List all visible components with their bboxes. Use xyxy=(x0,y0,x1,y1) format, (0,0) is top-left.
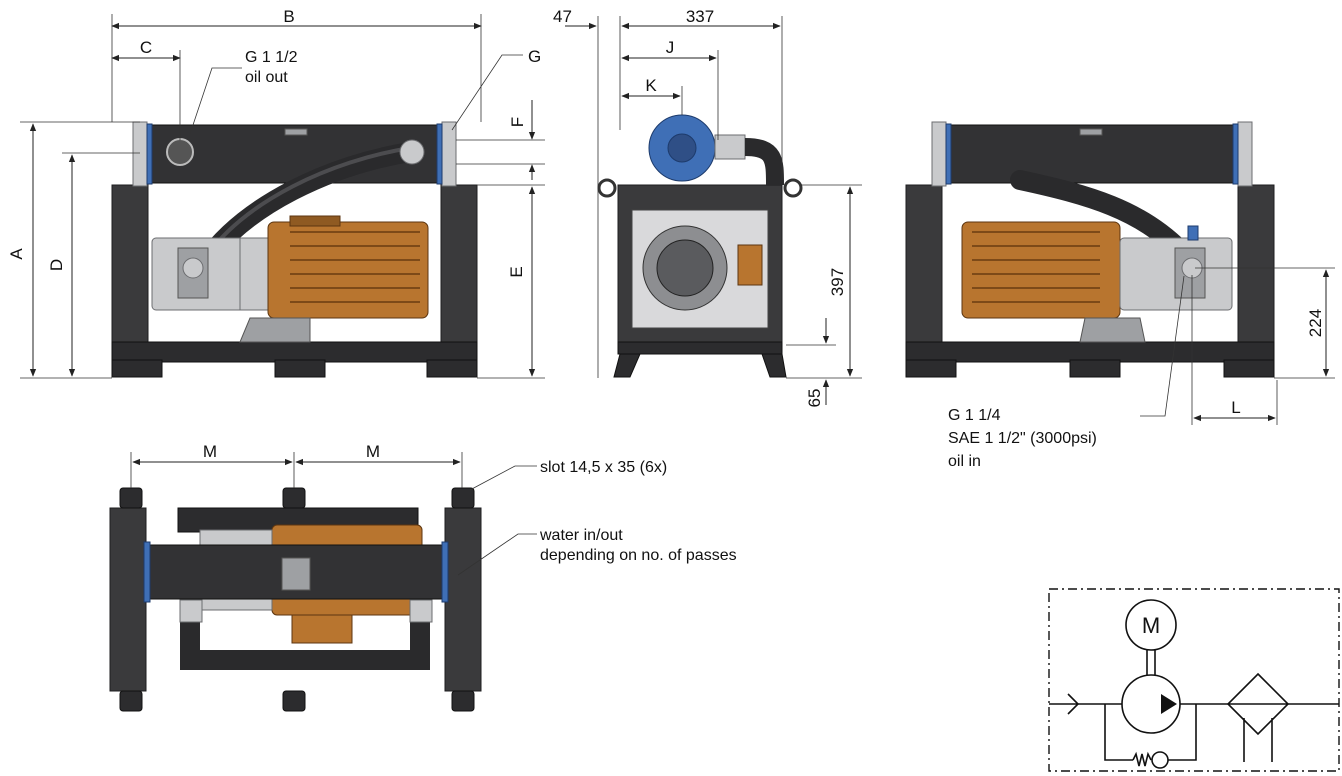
slot-tab xyxy=(119,487,143,509)
dim-label-224: 224 xyxy=(1306,309,1325,337)
note-oil-in-line3: oil in xyxy=(948,453,981,470)
top-frame-left xyxy=(109,507,147,692)
motor-fan-cover xyxy=(656,239,714,297)
slot-tab xyxy=(282,690,306,712)
dim-label-47: 47 xyxy=(553,7,572,26)
rear-view-dimensions: 224 L G 1 1/4 SAE 1 1/2" (3000psi) oil i… xyxy=(948,267,1335,470)
slot-tab xyxy=(451,690,475,712)
relief-line-right xyxy=(1168,704,1197,761)
note-slot: slot 14,5 x 35 (6x) xyxy=(540,459,667,476)
dim-label-g: G xyxy=(528,47,541,66)
top-cooler-plate xyxy=(281,557,311,591)
dim-label-65: 65 xyxy=(805,389,824,408)
relief-line-left xyxy=(1104,704,1133,761)
rear-flange-right xyxy=(1237,121,1253,187)
top-gasket-right xyxy=(441,541,449,603)
frame-foot xyxy=(111,359,163,378)
dim-label-a: A xyxy=(7,248,26,260)
side-base xyxy=(617,341,783,355)
rear-flange-left xyxy=(931,121,947,187)
slot-tab xyxy=(119,690,143,712)
hose-highlight xyxy=(203,146,412,260)
note-oil-in-line2: SAE 1 1/2" (3000psi) xyxy=(948,430,1097,447)
rear-gasket-left xyxy=(945,123,952,185)
dim-label-m-left: M xyxy=(203,442,217,461)
side-leg xyxy=(761,353,787,378)
relief-spring xyxy=(1132,751,1152,767)
rear-frame-base xyxy=(905,341,1275,363)
dim-label-k: K xyxy=(645,76,657,95)
top-hose xyxy=(180,605,430,670)
dim-label-c: C xyxy=(140,38,152,57)
rear-motor xyxy=(961,221,1121,319)
rear-pump-valve xyxy=(1187,225,1199,241)
cooler-end-cap xyxy=(667,133,697,163)
motor-symbol-letter: M xyxy=(1142,613,1160,638)
side-leg xyxy=(613,353,641,378)
frame-base xyxy=(111,341,478,363)
top-frame-right xyxy=(444,507,482,692)
side-hose xyxy=(744,138,784,186)
top-view-dimensions: M M slot 14,5 x 35 (6x) water in/out dep… xyxy=(130,442,737,576)
dim-label-337: 337 xyxy=(686,7,714,26)
electric-motor xyxy=(267,221,429,319)
lifting-eye xyxy=(597,178,617,198)
note-water-line1: water in/out xyxy=(539,527,623,544)
rear-foot xyxy=(1069,359,1121,378)
oil-out-port xyxy=(166,138,194,166)
hose-fitting xyxy=(399,139,425,165)
side-view-dimensions: 47 337 J K 397 65 xyxy=(553,7,862,407)
top-gasket-left xyxy=(143,541,151,603)
top-fitting xyxy=(179,599,203,623)
top-fitting xyxy=(409,599,433,623)
slot-tab xyxy=(451,487,475,509)
dim-label-d: D xyxy=(47,259,66,271)
rear-view xyxy=(905,121,1275,378)
dim-label-j: J xyxy=(666,38,675,57)
top-view xyxy=(109,487,482,712)
terminal-box xyxy=(289,215,341,227)
cooler-plate xyxy=(284,128,308,136)
cooler-gasket-right xyxy=(436,123,443,185)
motor-symbol xyxy=(1125,599,1177,651)
motor-support xyxy=(239,317,311,343)
filter-symbol xyxy=(1226,672,1290,736)
front-view xyxy=(111,121,478,378)
frame-foot xyxy=(274,359,326,378)
symbol-boundary xyxy=(1048,588,1340,772)
rear-gasket-right xyxy=(1232,123,1239,185)
rear-hose xyxy=(1010,170,1190,260)
note-oil-out-line1: G 1 1/2 xyxy=(245,49,298,66)
rear-foot xyxy=(1223,359,1275,378)
side-view xyxy=(597,114,803,378)
dim-label-l: L xyxy=(1231,398,1240,417)
lifting-eye xyxy=(783,178,803,198)
front-view-dimensions: B C G 1 1/2 oil out G A D F E xyxy=(7,7,545,379)
slot-tab xyxy=(282,487,306,509)
motor-side xyxy=(737,244,763,286)
note-oil-in-line1: G 1 1/4 xyxy=(948,407,1001,424)
side-fitting xyxy=(714,134,746,160)
frame-foot xyxy=(426,359,478,378)
dim-label-f: F xyxy=(508,117,527,127)
cooler-flange-left xyxy=(132,121,148,187)
note-water-line2: depending on no. of passes xyxy=(540,547,737,564)
check-valve-ball xyxy=(1151,751,1169,769)
pump-direction-arrow xyxy=(1161,694,1177,714)
dim-label-397: 397 xyxy=(828,268,847,296)
dim-label-b: B xyxy=(283,7,294,26)
inlet-chevron xyxy=(1067,693,1080,715)
dim-label-e: E xyxy=(507,266,526,277)
pump-port xyxy=(182,257,204,279)
dim-label-m-right: M xyxy=(366,442,380,461)
cooler-gasket-left xyxy=(146,123,153,185)
note-oil-out-line2: oil out xyxy=(245,69,288,86)
rear-foot xyxy=(905,359,957,378)
top-motor-box xyxy=(291,614,353,644)
motor-flange xyxy=(239,237,269,311)
hydraulic-symbol: M xyxy=(1048,588,1340,772)
cooler-flange-right xyxy=(441,121,457,187)
